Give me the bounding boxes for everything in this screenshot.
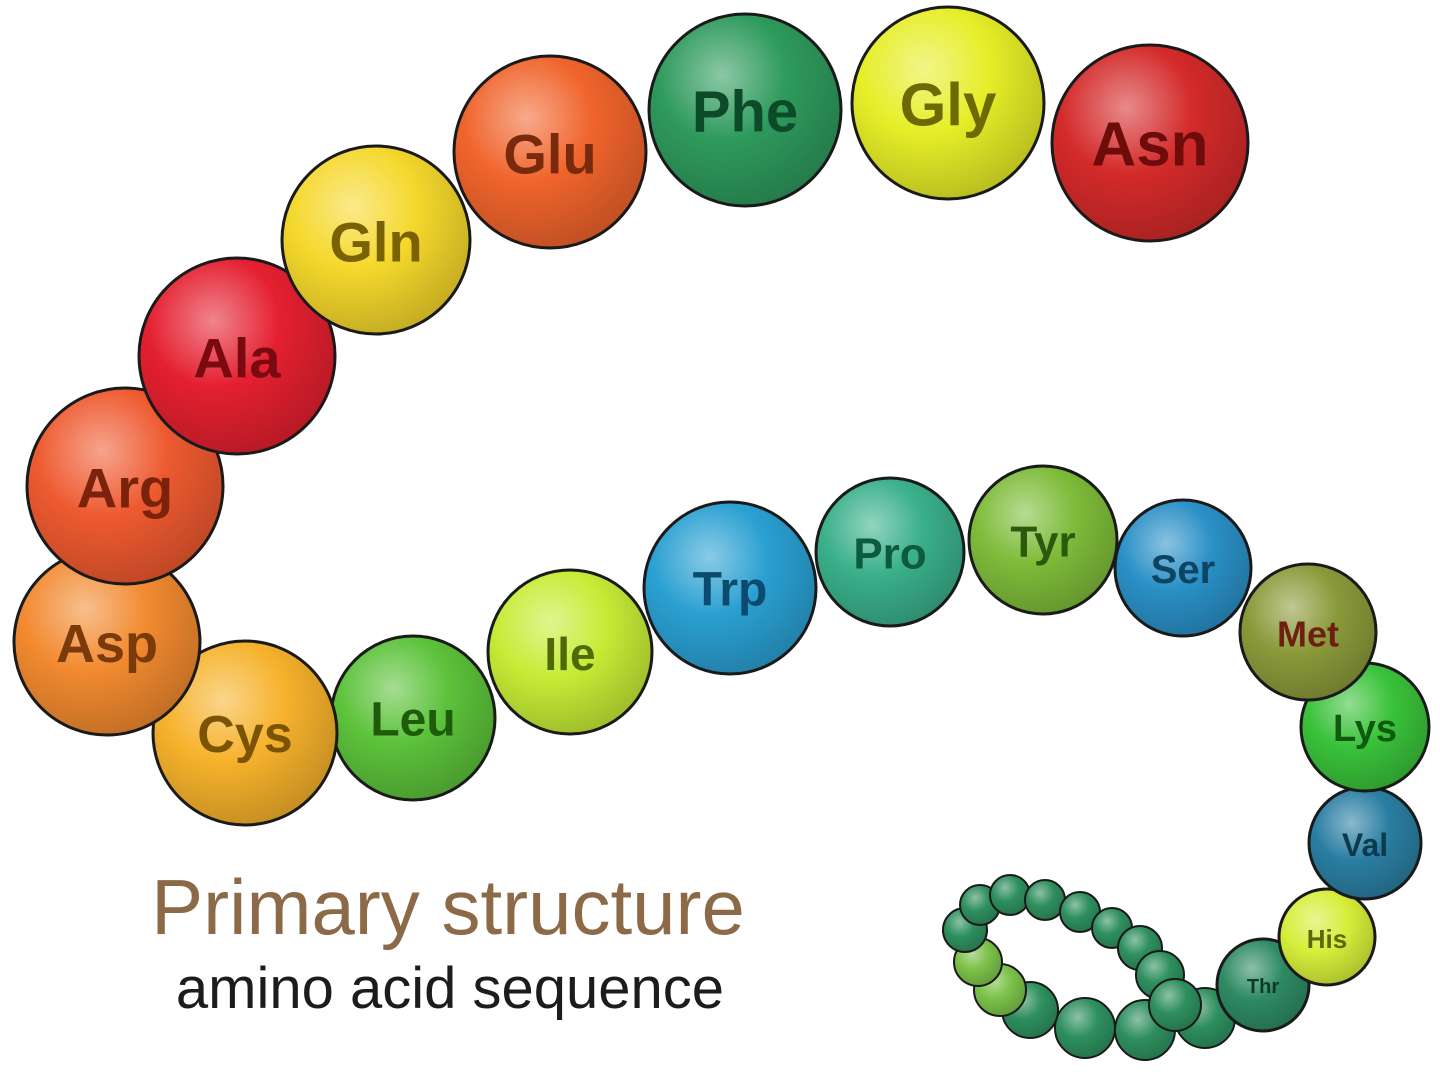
residue-label: Lys bbox=[1333, 708, 1397, 750]
residue-cys: Cys bbox=[151, 639, 339, 827]
residue-bead bbox=[967, 464, 1119, 616]
residue-bead bbox=[1050, 43, 1250, 243]
residue-asn: Asn bbox=[1050, 43, 1250, 243]
residue-ala: Ala bbox=[137, 256, 337, 456]
residue-bead bbox=[137, 256, 337, 456]
residue-met: Met bbox=[1238, 562, 1378, 702]
residue-val: Val bbox=[1307, 785, 1423, 901]
residue-phe: Phe bbox=[647, 12, 843, 208]
residue-bead bbox=[25, 386, 225, 586]
residue-bead bbox=[486, 568, 654, 736]
residue-label: His bbox=[1307, 924, 1347, 954]
coil-bead bbox=[1024, 879, 1066, 921]
residue-bead bbox=[1113, 498, 1253, 638]
residue-label: Gly bbox=[900, 72, 997, 139]
residue-his: His bbox=[1277, 887, 1377, 987]
coil-bead bbox=[989, 874, 1031, 916]
residue-tyr: Tyr bbox=[967, 464, 1119, 616]
residue-label: Ala bbox=[193, 327, 281, 390]
residue-glu: Glu bbox=[452, 54, 648, 250]
residue-label: Asn bbox=[1091, 111, 1208, 180]
residue-label: Glu bbox=[503, 123, 596, 186]
residue-ser: Ser bbox=[1113, 498, 1253, 638]
residue-arg: Arg bbox=[25, 386, 225, 586]
residue-leu: Leu bbox=[329, 634, 497, 802]
residue-gln: Gln bbox=[280, 144, 472, 336]
residue-bead bbox=[647, 12, 843, 208]
residue-bead bbox=[642, 500, 818, 676]
residue-label: Asp bbox=[56, 614, 158, 674]
residue-label: Tyr bbox=[1010, 518, 1075, 567]
residue-label: Cys bbox=[197, 706, 292, 764]
residue-bead bbox=[814, 476, 966, 628]
residue-label: Thr bbox=[1247, 976, 1279, 998]
residue-label: Arg bbox=[77, 457, 173, 520]
diagram-subtitle: amino acid sequence bbox=[175, 956, 725, 1021]
residue-label: Ile bbox=[544, 628, 595, 680]
residue-ile: Ile bbox=[486, 568, 654, 736]
residue-label: Leu bbox=[370, 694, 455, 747]
residue-bead bbox=[850, 5, 1046, 201]
residue-label: Val bbox=[1342, 827, 1388, 863]
diagram-title: Primary structure bbox=[151, 863, 745, 951]
residue-label: Phe bbox=[692, 80, 798, 145]
coiled-chain-tail bbox=[942, 874, 1236, 1061]
residue-bead bbox=[1277, 887, 1377, 987]
residue-trp: Trp bbox=[642, 500, 818, 676]
residue-label: Met bbox=[1277, 614, 1339, 655]
residue-label: Pro bbox=[853, 530, 926, 579]
residue-label: Trp bbox=[693, 564, 768, 617]
residue-label: Ser bbox=[1151, 548, 1216, 592]
residue-asp: Asp bbox=[12, 547, 202, 737]
residue-bead bbox=[1238, 562, 1378, 702]
coil-bead bbox=[1054, 997, 1116, 1059]
residue-bead bbox=[151, 639, 339, 827]
residue-gly: Gly bbox=[850, 5, 1046, 201]
residue-bead bbox=[452, 54, 648, 250]
coil-bead bbox=[1148, 978, 1202, 1032]
residue-bead bbox=[280, 144, 472, 336]
residue-pro: Pro bbox=[814, 476, 966, 628]
residue-label: Gln bbox=[329, 211, 422, 274]
